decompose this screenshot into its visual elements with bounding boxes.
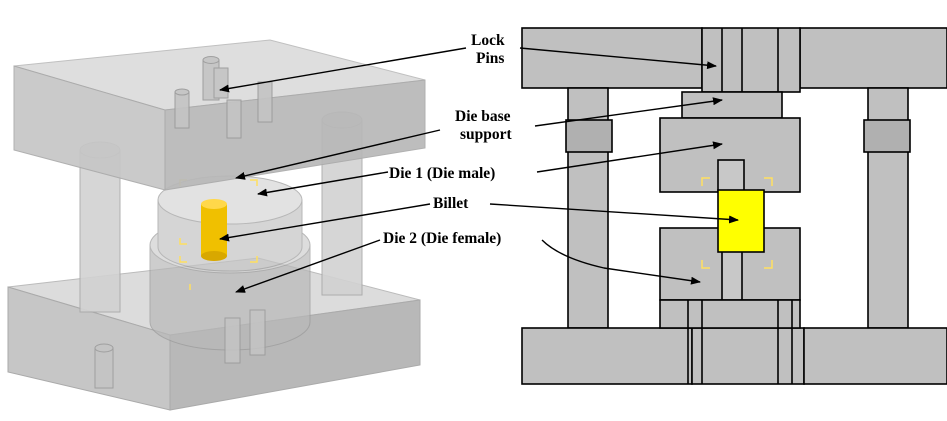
billet-section (717, 189, 765, 253)
arrow-billet-right (489, 203, 739, 224)
bottom-plate-left (521, 327, 693, 385)
arrow-die1-right (536, 141, 723, 173)
leader-arrows (219, 47, 739, 293)
marker-brackets-section (701, 177, 773, 269)
label-lock-pins-line1: Lock (471, 32, 505, 49)
billet-3d (201, 199, 227, 261)
callout-labels: Lock Pins Die base support Die 1 (Die ma… (383, 32, 513, 247)
punch (717, 159, 745, 193)
label-die-base-line1: Die base (455, 108, 511, 125)
top-plate-left (521, 27, 703, 89)
die-base-support (681, 91, 783, 119)
bottom-plate-middle (691, 327, 805, 385)
arrow-die-base-right (534, 97, 723, 127)
label-die-1: Die 1 (Die male) (389, 165, 495, 182)
label-lock-pins-line2: Pins (476, 50, 504, 67)
label-die-base-line2: support (460, 126, 513, 143)
right-column-collar (863, 119, 911, 153)
arrow-lock-pins-right (519, 47, 717, 70)
top-plate-right (799, 27, 947, 89)
arrow-die2-left (235, 239, 381, 293)
arrow-die1-left (257, 171, 389, 197)
label-billet: Billet (433, 195, 469, 212)
die-set-3d-view (7, 39, 426, 411)
lower-pins-3d (94, 309, 266, 389)
arrow-die2-right (541, 239, 701, 285)
die-set-cross-section (521, 27, 947, 385)
die-body-3d (149, 175, 311, 351)
arrow-lock-pins-left (219, 47, 467, 93)
lock-pins-3d (174, 56, 273, 139)
arrow-die-base-left (235, 129, 441, 180)
bottom-plate-right (803, 327, 947, 385)
die-support-block (659, 299, 801, 329)
arrow-billet-left (219, 203, 431, 242)
label-die-2: Die 2 (Die female) (383, 230, 501, 247)
left-column-collar (565, 119, 613, 153)
lock-pin-housing (701, 27, 801, 93)
